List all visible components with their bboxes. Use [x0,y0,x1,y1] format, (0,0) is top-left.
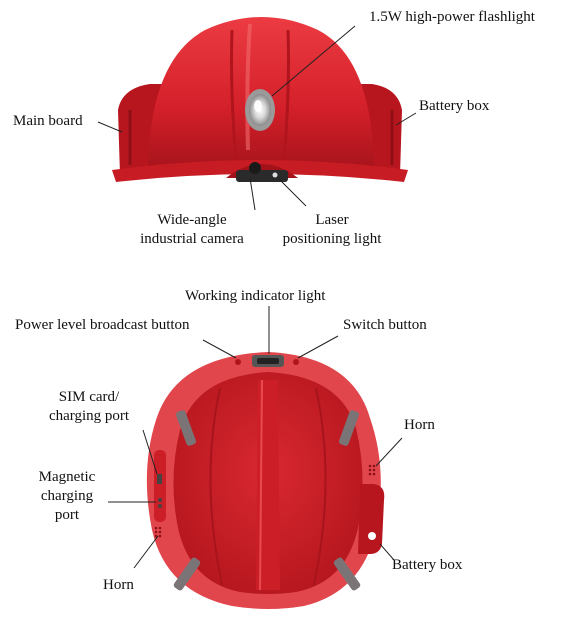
label-magnetic: Magnetic charging port [28,468,106,525]
leader-main-board [98,122,122,132]
battery-indicator [368,532,376,540]
leader-laser [278,178,306,206]
label-power-button: Power level broadcast button [15,316,190,335]
label-laser: Laser positioning light [272,211,392,249]
label-magnetic-line2: charging [28,487,106,506]
label-laser-line1: Laser [272,211,392,230]
bottom-battery-box [358,484,384,554]
left-port-strip [154,450,166,522]
camera-lens-icon [249,162,261,174]
leader-switch-button [298,336,338,358]
leader-camera [250,178,255,210]
label-horn-right: Horn [404,416,435,435]
front-helmet [112,17,408,182]
label-camera-line2: industrial camera [128,230,256,249]
switch-button [293,359,299,365]
label-camera-line1: Wide-angle [128,211,256,230]
magnetic-port-icon [158,498,162,502]
laser-light-icon [273,173,278,178]
label-main-board: Main board [13,112,83,131]
label-laser-line2: positioning light [272,230,392,249]
leader-power-button [203,340,236,358]
label-working-indicator: Working indicator light [185,287,325,306]
sim-port-icon [157,474,162,484]
leader-horn-bottom [134,536,158,568]
label-sim-line1: SIM card/ [38,388,140,407]
label-horn-bottom: Horn [103,576,134,595]
power-broadcast-button [235,359,241,365]
bottom-helmet [147,352,384,609]
label-battery-box-bottom: Battery box [392,556,462,575]
label-sim: SIM card/ charging port [38,388,140,426]
label-switch-button: Switch button [343,316,427,335]
label-camera: Wide-angle industrial camera [128,211,256,249]
label-battery-box-front: Battery box [419,97,489,116]
label-magnetic-line3: port [28,506,106,525]
label-sim-line2: charging port [38,407,140,426]
label-magnetic-line1: Magnetic [28,468,106,487]
leader-horn-right [376,438,402,466]
label-flashlight: 1.5W high-power flashlight [369,8,535,27]
